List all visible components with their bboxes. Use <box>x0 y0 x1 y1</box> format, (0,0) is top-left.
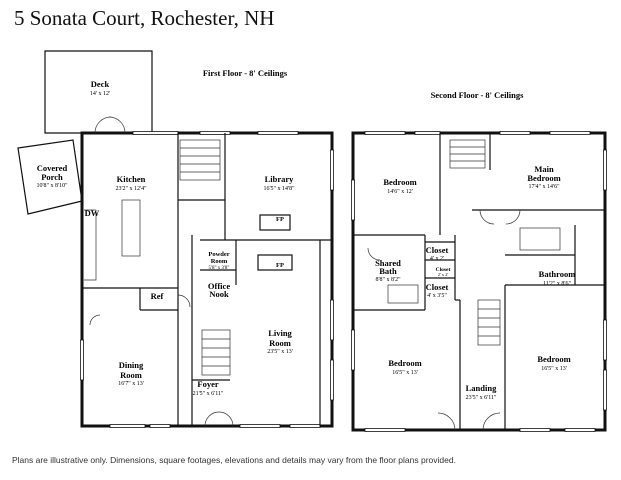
second-floor-windows <box>351 131 607 432</box>
first-floor-labels: Deck 14' x 12' Covered Porch 10'8" x 8'1… <box>36 79 295 397</box>
office-nook-label-1: Office <box>208 281 230 291</box>
foyer-label: Foyer <box>197 379 218 389</box>
kitchen-dim: 23'2" x 12'4" <box>115 186 147 192</box>
porch-label-1: Covered <box>37 163 68 173</box>
dining-room-dim: 16'7" x 13' <box>118 381 144 387</box>
page-title: 5 Sonata Court, Rochester, NH <box>14 6 275 30</box>
first-floor-stairs <box>179 139 231 376</box>
deck-dim: 14' x 12' <box>90 91 110 97</box>
living-room-label-1: Living <box>268 328 292 338</box>
dining-room-label-1: Dining <box>119 360 144 370</box>
main-bedroom-label-2: Bedroom <box>527 173 560 183</box>
bedroom-nw-label: Bedroom <box>383 177 416 187</box>
shared-bath-label-1: Shared <box>375 258 401 268</box>
fireplace-1-label: FP <box>276 216 284 223</box>
powder-room-dim: 5'8" x 3'8" <box>209 266 230 271</box>
porch-dim: 10'8" x 8'10" <box>36 183 68 189</box>
library-dim: 16'5" x 14'8" <box>263 186 295 192</box>
first-floor-heading: First Floor - 8' Ceilings <box>203 68 288 78</box>
bedroom-sw-label: Bedroom <box>388 358 421 368</box>
bathroom-dim: 11'2" x 8'6" <box>543 281 571 287</box>
main-bedroom-label-1: Main <box>534 164 554 174</box>
second-floor-plan <box>351 131 607 432</box>
living-room-label-2: Room <box>269 338 291 348</box>
second-floor-labels: Bedroom 14'6" x 12' Main Bedroom 17'4" x… <box>375 164 575 401</box>
landing-dim: 23'5" x 6'11" <box>466 395 497 401</box>
fireplace-1-symbol <box>259 214 291 231</box>
floor-headings: First Floor - 8' Ceilings Second Floor -… <box>203 68 524 100</box>
closet-3-dim: 4' x 3'5" <box>427 293 447 299</box>
ref-label: Ref <box>151 291 164 301</box>
vanity-fixture <box>519 227 561 251</box>
library-label: Library <box>265 174 295 184</box>
powder-room-label-2: Room <box>211 258 228 265</box>
office-nook-label-2: Nook <box>209 289 229 299</box>
powder-room-label-1: Powder <box>208 251 229 258</box>
disclaimer-text: Plans are illustrative only. Dimensions,… <box>12 455 456 465</box>
first-floor-doors <box>89 116 234 427</box>
second-floor-heading: Second Floor - 8' Ceilings <box>431 90 525 100</box>
bedroom-nw-dim: 14'6" x 12' <box>387 189 413 195</box>
closet-3-label: Closet <box>426 282 449 292</box>
first-floor-windows <box>80 131 334 428</box>
bedroom-sw-dim: 16'5" x 13' <box>392 370 418 376</box>
porch-label-2: Porch <box>41 172 63 182</box>
second-floor-stairs <box>449 139 501 346</box>
deck-label: Deck <box>91 79 110 89</box>
shared-bath-dim: 8'8" x 8'2" <box>375 277 401 283</box>
bedroom-se-label: Bedroom <box>537 354 570 364</box>
second-floor-exterior <box>351 131 607 432</box>
living-room-dim: 23'5" x 13' <box>267 349 293 355</box>
first-floor-plan <box>17 50 334 428</box>
bathroom-label: Bathroom <box>539 269 576 279</box>
dw-label: DW <box>85 208 100 218</box>
closet-2-label: Closet <box>436 267 451 273</box>
closet-1-dim: 4' x 2' <box>430 256 444 262</box>
kitchen-counter <box>84 209 97 281</box>
foyer-dim: 21'5" x 6'11" <box>193 391 224 397</box>
kitchen-island <box>121 199 141 257</box>
fireplace-2-label: FP <box>276 262 284 269</box>
first-floor-interior-walls <box>82 133 332 426</box>
shared-bath-label-2: Bath <box>379 266 397 276</box>
main-bedroom-dim: 17'4" x 14'6" <box>528 184 560 190</box>
fireplace-2-symbol <box>257 254 293 271</box>
second-floor-doors <box>367 209 521 431</box>
closet-2-dim: 2' x 2' <box>438 272 449 277</box>
second-floor-interior-walls <box>353 133 605 430</box>
dining-room-label-2: Room <box>120 370 142 380</box>
tub-fixture <box>387 284 419 304</box>
bedroom-se-dim: 16'5" x 13' <box>541 366 567 372</box>
landing-label: Landing <box>466 383 497 393</box>
closet-1-label: Closet <box>426 245 449 255</box>
kitchen-label: Kitchen <box>117 174 146 184</box>
